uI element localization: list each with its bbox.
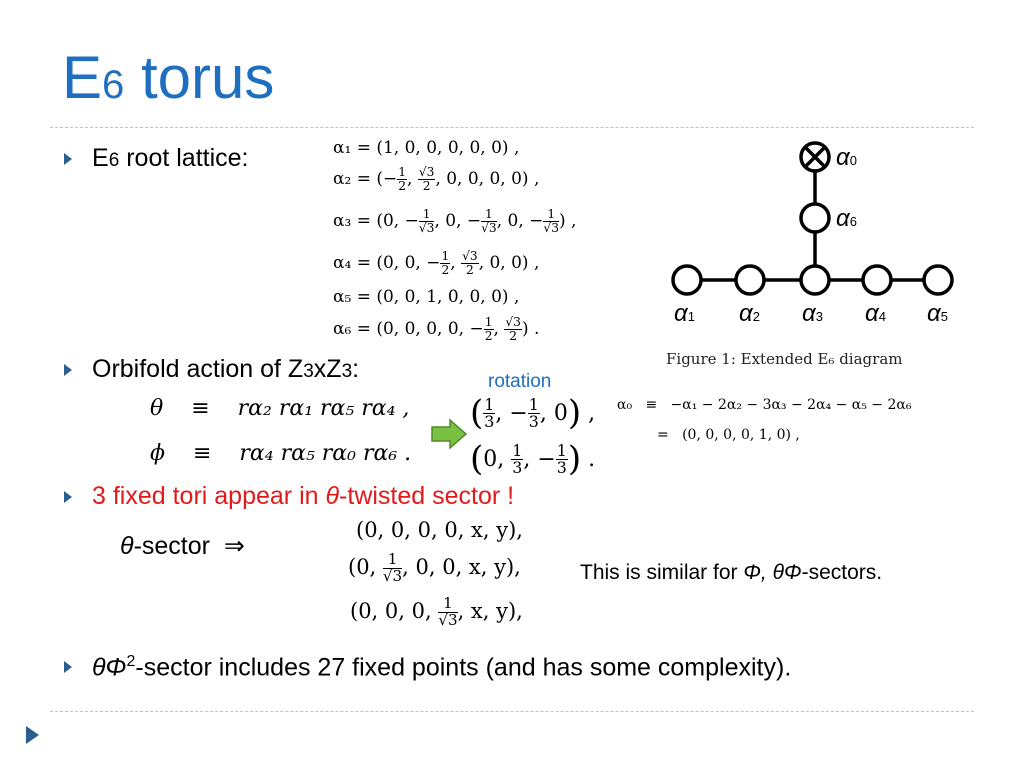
- green-arrow-icon: [431, 418, 468, 450]
- fixed-torus-3: (0, 0, 0, 1√3, x, y),: [350, 594, 523, 629]
- cross-mark: [803, 145, 827, 169]
- label-alpha-4: α4: [865, 300, 886, 327]
- bullet-marker: [64, 364, 72, 376]
- node-alpha-3: [799, 264, 831, 296]
- bullet-marker: [64, 153, 72, 165]
- bullet-marker: [64, 491, 72, 503]
- alpha-3-eq: α₃ = (0, −1√3, 0, −1√3, 0, −1√3) ,: [333, 207, 577, 235]
- label-alpha-3: α3: [802, 300, 823, 327]
- next-slide-arrow-icon[interactable]: [26, 726, 39, 744]
- fixed-torus-2: (0, 1√3, 0, 0, x, y),: [348, 550, 521, 585]
- alpha-1-eq: α₁ = (1, 0, 0, 0, 0, 0) ,: [333, 138, 520, 158]
- alpha-0-definition: α₀ ≡ −α₁ − 2α₂ − 3α₃ − 2α₄ − α₅ − 2α₆: [617, 397, 912, 413]
- theta-definition: θ ≡ rα₂ rα₁ rα₅ rα₄ ,: [150, 396, 410, 421]
- extended-e6-diagram: [671, 141, 954, 296]
- title-divider: [50, 127, 974, 128]
- bullet-root-lattice: E6 root lattice:: [92, 144, 249, 172]
- label-alpha-0: α0: [836, 144, 857, 171]
- node-alpha-1: [671, 264, 703, 296]
- node-alpha-4: [861, 264, 893, 296]
- rotation-label: rotation: [488, 371, 552, 392]
- diagram-caption: Figure 1: Extended E₆ diagram: [666, 350, 903, 368]
- alpha-5-eq: α₅ = (0, 0, 1, 0, 0, 0) ,: [333, 287, 520, 307]
- page-title: E6 torus: [62, 44, 275, 111]
- phi-definition: ϕ ≡ rα₄ rα₅ rα₀ rα₆ .: [150, 441, 412, 466]
- node-alpha-2: [734, 264, 766, 296]
- label-alpha-2: α2: [739, 300, 760, 327]
- label-alpha-1: α1: [674, 300, 695, 327]
- bullet-orbifold-action: Orbifold action of Z3xZ3:: [92, 355, 360, 383]
- bullet-theta-phi-squared: θΦ2-sector includes 27 fixed points (and…: [92, 653, 792, 682]
- footer-divider: [50, 711, 974, 712]
- alpha-0-value: = (0, 0, 0, 0, 1, 0) ,: [657, 427, 800, 443]
- theta-sector-label: θ-sector ⇒: [120, 532, 245, 560]
- label-alpha-5: α5: [927, 300, 948, 327]
- similar-note: This is similar for Φ, θΦ-sectors.: [580, 561, 883, 584]
- node-alpha-5: [922, 264, 954, 296]
- bullet-fixed-tori: 3 fixed tori appear in θ-twisted sector …: [92, 482, 515, 510]
- node-alpha-6: [799, 202, 831, 234]
- bullet-marker: [64, 661, 72, 673]
- fixed-torus-1: (0, 0, 0, 0, x, y),: [356, 518, 523, 542]
- label-alpha-6: α6: [836, 205, 857, 232]
